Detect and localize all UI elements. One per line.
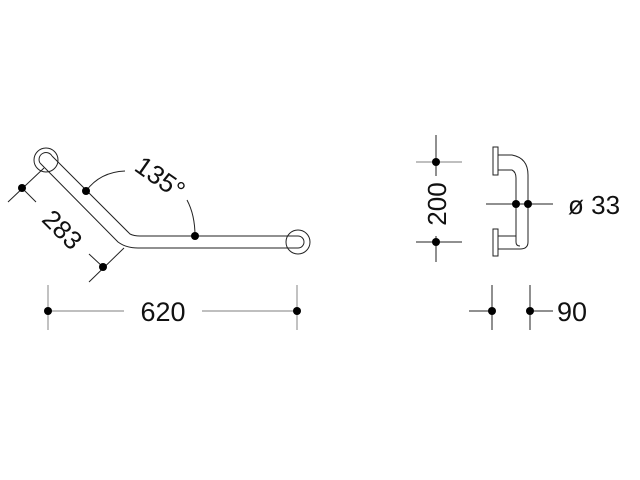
left-bar-end-cap (38, 152, 53, 164)
angle-arc-left (85, 170, 126, 192)
top-flange-plate (492, 146, 499, 176)
side-view: 200 ø 33 90 (416, 135, 620, 330)
left-wall-flange (33, 147, 59, 173)
dim-283-ext-top (7, 167, 45, 203)
bar-lower-edge (39, 162, 298, 249)
dim-200-dot-bottom (432, 238, 440, 246)
angle-dot-left (82, 187, 90, 195)
angle-label: 135° (130, 150, 191, 205)
dim-283-dot-top (18, 184, 26, 192)
dim-283-dot-bottom (99, 263, 107, 271)
dim-90-ext (491, 285, 531, 330)
dim-620-dot-left (44, 307, 52, 315)
side-bar-inner (498, 169, 521, 247)
dim-90-dot-left (488, 307, 496, 315)
dim-200-dot-top (432, 158, 440, 166)
dim-diameter-dot-right (524, 200, 532, 208)
dim-90-dot-right (526, 307, 534, 315)
right-wall-flange (285, 229, 311, 255)
height-label: 200 (422, 182, 452, 225)
dim-283-ext-bottom (88, 247, 125, 283)
dim-diameter-dot-left (512, 200, 520, 208)
angled-length-label: 283 (36, 204, 88, 256)
side-bar-outer (498, 154, 529, 250)
angle-arc-right (186, 199, 196, 237)
projection-label: 90 (557, 297, 587, 327)
diameter-label: ø 33 (568, 190, 620, 220)
bottom-flange-plate (492, 228, 499, 257)
angle-dot-right (191, 232, 199, 240)
dim-620-dot-right (293, 307, 301, 315)
right-bar-end-cap (297, 235, 305, 249)
width-label: 620 (140, 297, 185, 327)
bar-upper-edge (51, 155, 298, 237)
front-view: 135° 283 620 (7, 147, 311, 330)
